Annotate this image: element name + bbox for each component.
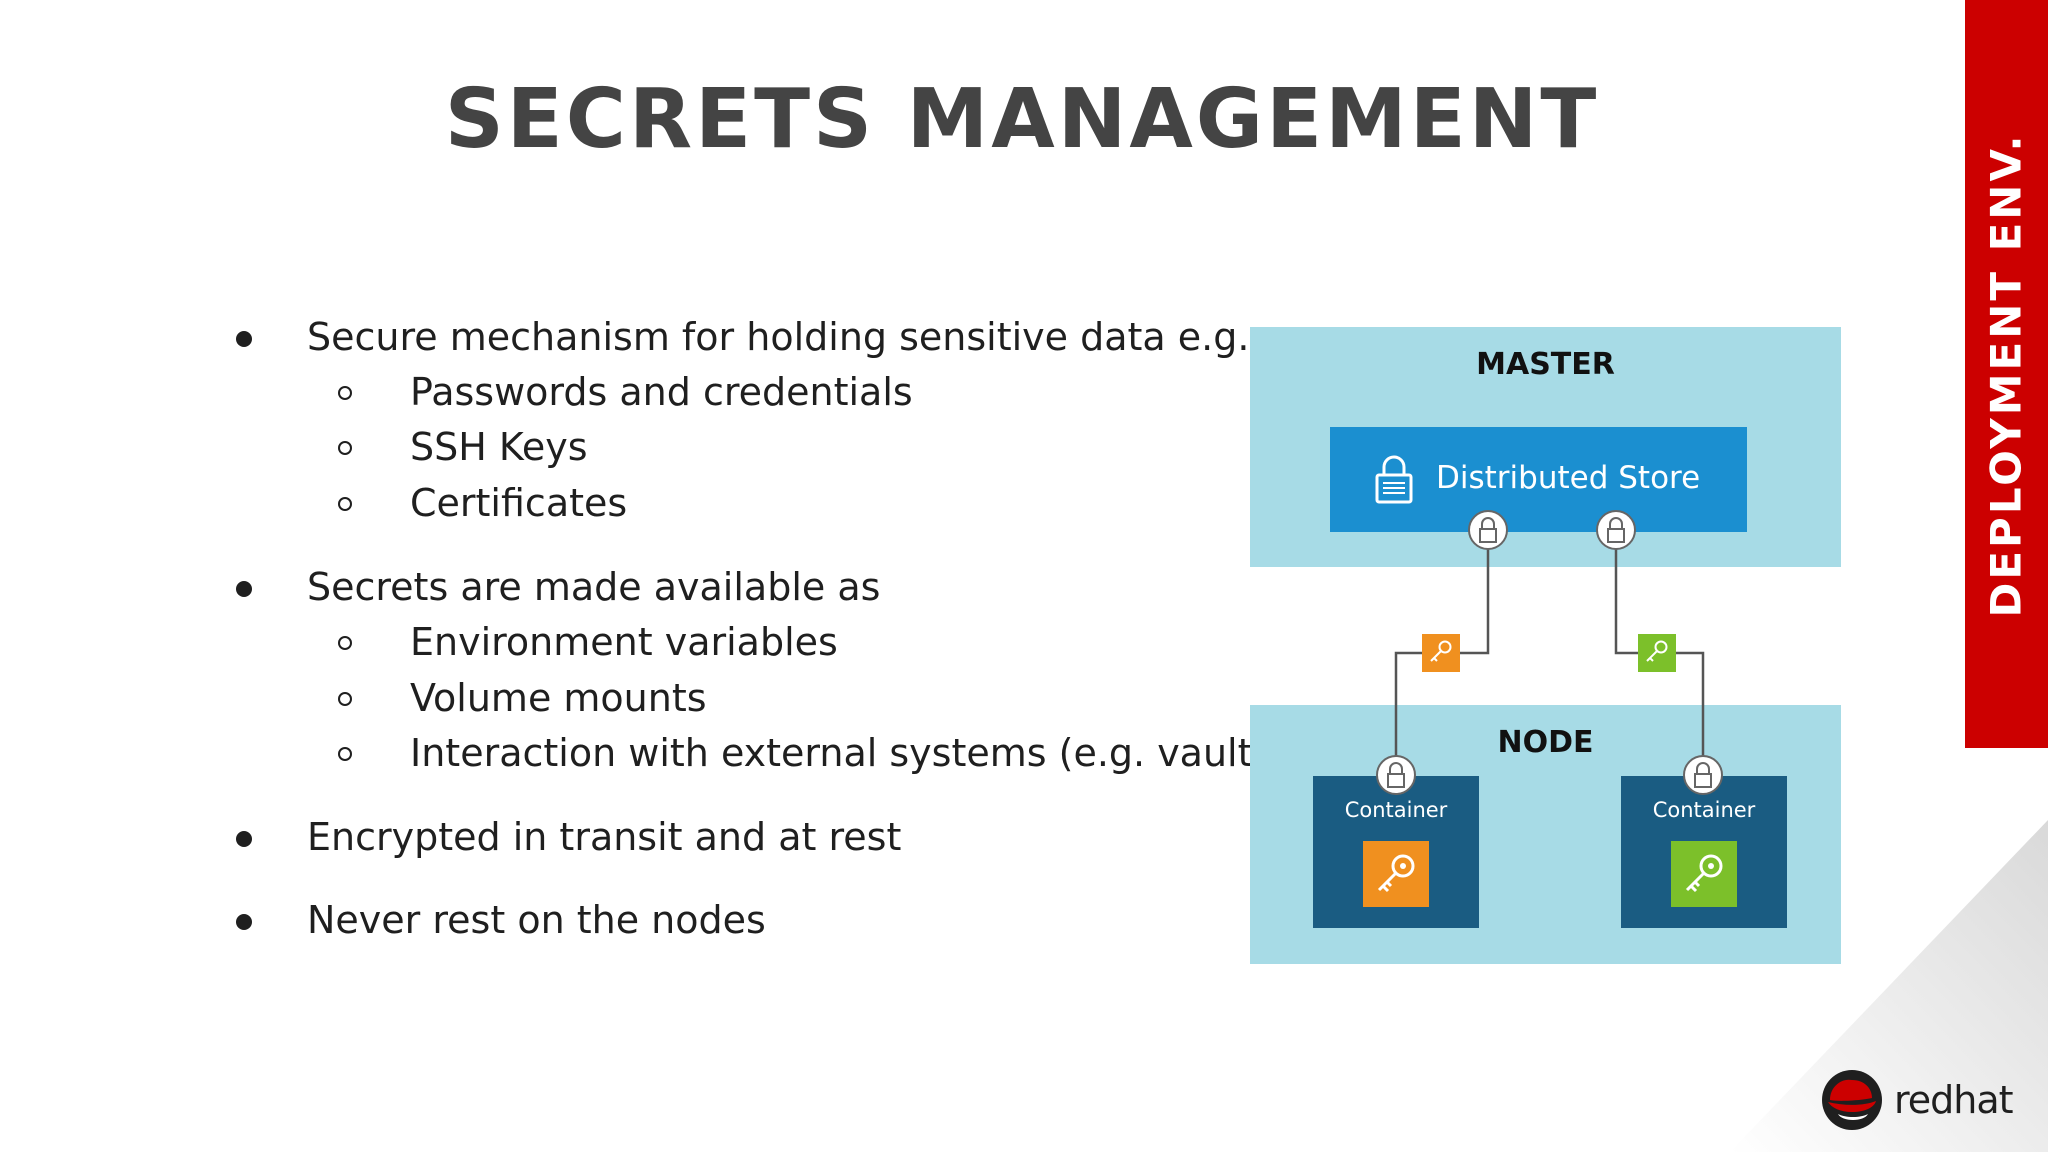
bullet-item: Never rest on the nodes — [307, 898, 766, 942]
distributed-store: Distributed Store — [1330, 427, 1747, 532]
bullet-marker — [236, 581, 252, 597]
connector-lines — [1376, 510, 1723, 795]
section-side-tab-label: DEPLOYMENT ENV. — [1981, 132, 2031, 618]
container-label: Container — [1652, 798, 1756, 822]
sub-bullet-marker — [338, 747, 352, 761]
container-box: Container — [1621, 776, 1787, 928]
lock-icon — [1375, 455, 1413, 504]
secrets-diagram: MASTER Distributed Store NODE Container — [1250, 325, 1846, 965]
page-curl-corner — [1730, 820, 2048, 1152]
lock-badge — [1683, 755, 1723, 795]
master-label: MASTER — [1476, 347, 1615, 382]
redhat-logo: redhat — [1820, 1068, 2020, 1138]
lock-badge — [1376, 755, 1416, 795]
sub-bullet-marker — [338, 692, 352, 706]
bullet-list: Secure mechanism for holding sensitive d… — [236, 315, 1287, 942]
green-key-tile — [1671, 841, 1737, 907]
bullet-item: Secure mechanism for holding sensitive d… — [307, 315, 1250, 359]
sub-bullet-item: Interaction with external systems (e.g. … — [410, 731, 1288, 775]
master-panel: MASTER Distributed Store — [1250, 327, 1841, 567]
key-icon — [1377, 854, 1415, 893]
sub-bullet-marker — [338, 636, 352, 650]
container-box: Container — [1313, 776, 1479, 928]
slide-title: SECRETS MANAGEMENT — [444, 72, 1600, 167]
bullet-marker — [236, 331, 252, 347]
redhat-wordmark: redhat — [1894, 1078, 2014, 1122]
key-icon — [1685, 854, 1723, 893]
sub-bullet-item: Environment variables — [410, 620, 838, 664]
container-label: Container — [1344, 798, 1448, 822]
orange-key-tile — [1363, 841, 1429, 907]
node-label: NODE — [1497, 725, 1594, 760]
lock-badge — [1596, 510, 1636, 550]
orange-key-badge — [1422, 634, 1460, 672]
sub-bullet-item: Volume mounts — [410, 676, 707, 720]
bullet-item: Secrets are made available as — [307, 565, 881, 609]
redhat-shadowman-icon — [1822, 1070, 1882, 1130]
green-key-badge — [1638, 634, 1676, 672]
sub-bullet-item: Passwords and credentials — [410, 370, 913, 414]
lock-badge — [1468, 510, 1508, 550]
sub-bullet-marker — [338, 386, 352, 400]
sub-bullet-item: SSH Keys — [410, 425, 588, 469]
bullet-marker — [236, 831, 252, 847]
sub-bullet-item: Certificates — [410, 481, 628, 525]
sub-bullet-marker — [338, 497, 352, 511]
bullet-item: Encrypted in transit and at rest — [307, 815, 902, 859]
sub-bullet-marker — [338, 441, 352, 455]
bullet-marker — [236, 914, 252, 930]
section-side-tab: DEPLOYMENT ENV. — [1965, 0, 2048, 748]
distributed-store-label: Distributed Store — [1436, 460, 1701, 496]
